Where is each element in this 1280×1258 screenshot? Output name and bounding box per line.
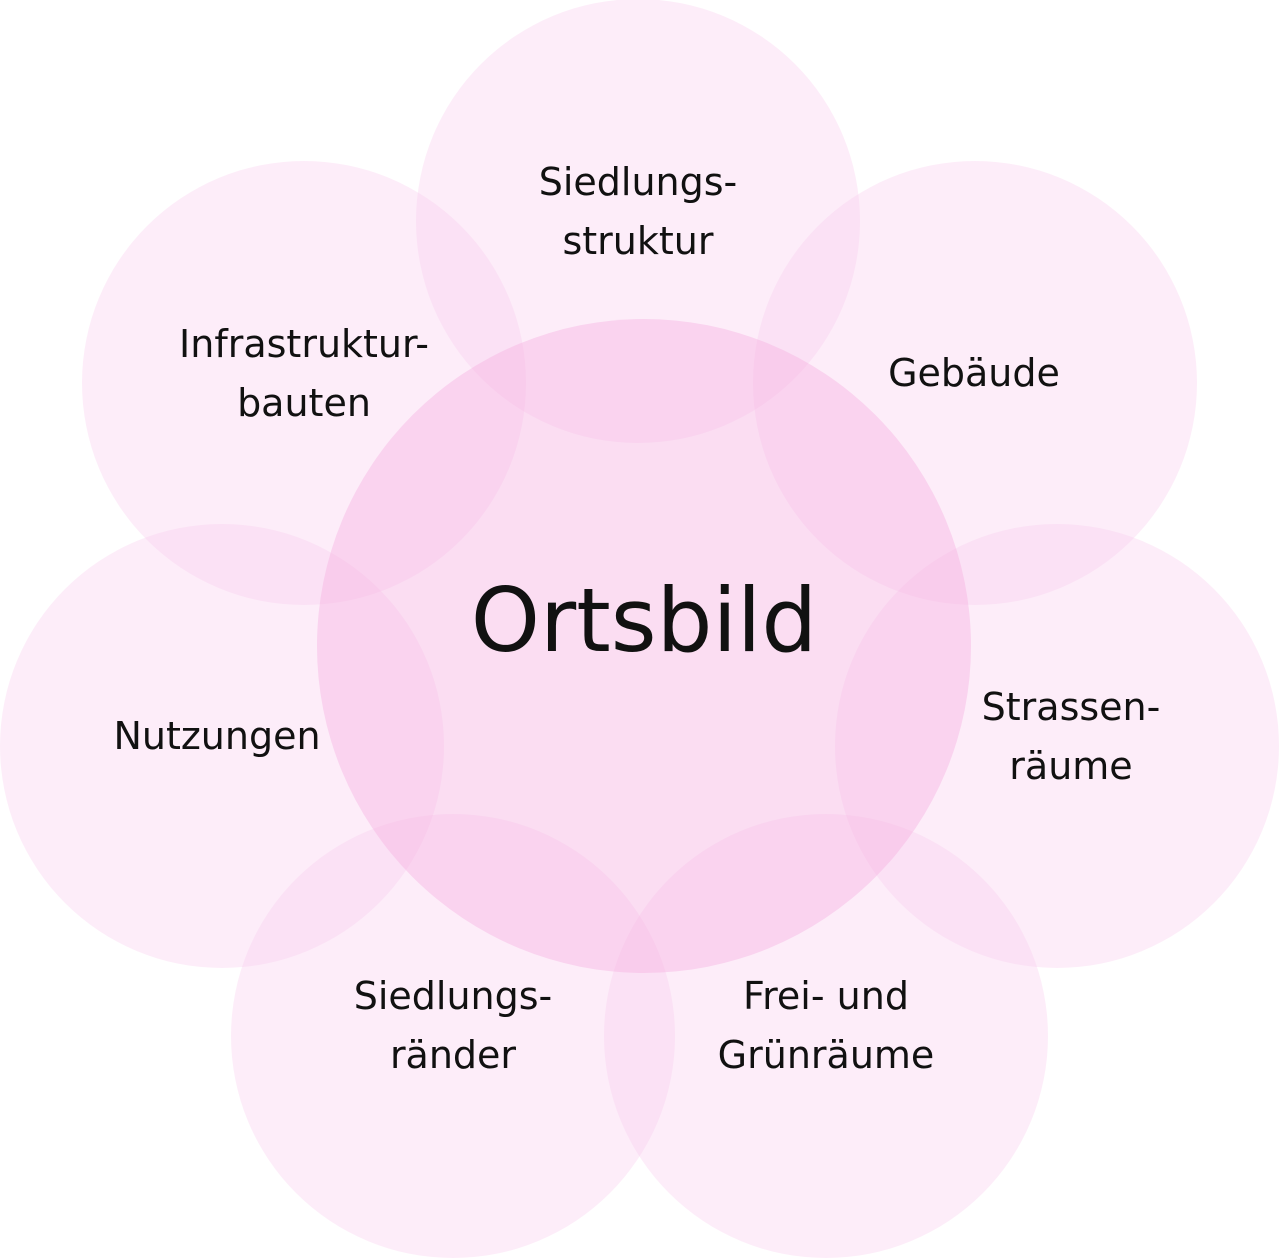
- label-line: Siedlungs-: [539, 160, 738, 204]
- label-siedlungsraender: Siedlungs-ränder: [354, 974, 553, 1077]
- outer-labels: Siedlungs-strukturGebäudeStrassen-räumeF…: [113, 160, 1160, 1077]
- label-nutzungen: Nutzungen: [113, 714, 320, 758]
- label-line: Nutzungen: [113, 714, 320, 758]
- label-line: Frei- und: [743, 974, 909, 1018]
- label-gebaeude: Gebäude: [888, 351, 1060, 395]
- circle-gebaeude: [753, 161, 1197, 605]
- label-siedlungsstruktur: Siedlungs-struktur: [539, 160, 738, 263]
- label-infrastrukturbauten: Infrastruktur-bauten: [179, 322, 429, 425]
- label-strassenraeume: Strassen-räume: [982, 685, 1161, 788]
- label-line: bauten: [237, 381, 371, 425]
- circle-siedlungsraender: [231, 814, 675, 1258]
- label-line: Gebäude: [888, 351, 1060, 395]
- circle-nutzungen: [0, 524, 444, 968]
- circle-frei-und-gruenraeume: [604, 814, 1048, 1258]
- label-line: Grünräume: [718, 1033, 935, 1077]
- circle-center: [317, 319, 971, 973]
- label-line: räume: [1009, 744, 1132, 788]
- label-line: ränder: [390, 1033, 516, 1077]
- circle-strassenraeume: [835, 524, 1279, 968]
- label-line: Siedlungs-: [354, 974, 553, 1018]
- label-line: Strassen-: [982, 685, 1161, 729]
- center-label: Ortsbild: [471, 569, 817, 672]
- circle-infrastrukturbauten: [82, 161, 526, 605]
- label-line: Infrastruktur-: [179, 322, 429, 366]
- label-line: struktur: [562, 219, 713, 263]
- circle-siedlungsstruktur: [416, 0, 860, 443]
